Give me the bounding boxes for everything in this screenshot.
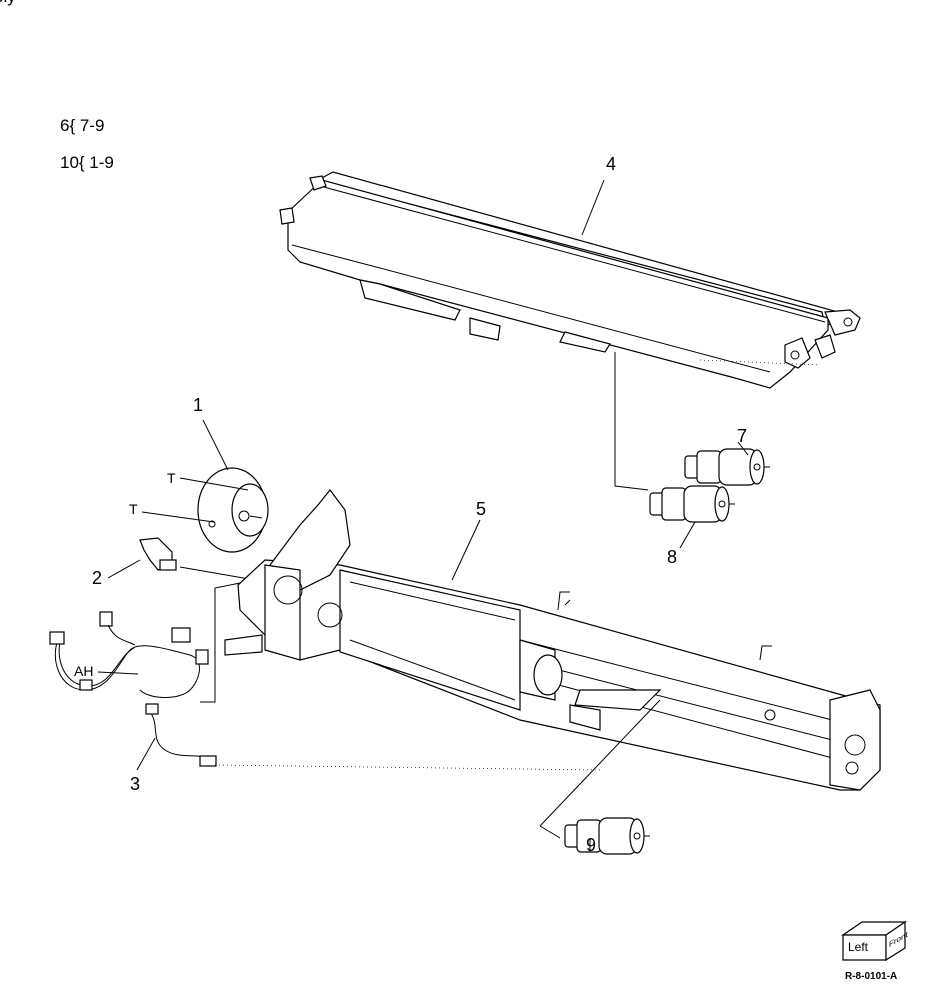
- orientation-cube-icon: [841, 920, 907, 962]
- reference-line-1: 6{ 7-9: [60, 116, 105, 135]
- part-3-harness: [49, 611, 217, 767]
- dotted-projection-line: [214, 764, 601, 771]
- callout-5: 5: [476, 499, 487, 519]
- harness-bracket-line: [200, 579, 256, 703]
- callout-3: 3: [130, 774, 141, 794]
- tag-t-bottom: T: [129, 501, 138, 517]
- document-id: R-8-0101-A: [845, 971, 898, 982]
- leader-1: [202, 419, 229, 471]
- leader-2-callout: [107, 559, 141, 579]
- leader-8: [679, 521, 696, 549]
- orientation-left-label: Left: [848, 940, 869, 954]
- leader-4: [581, 179, 605, 236]
- leader-9-end: [539, 825, 561, 839]
- leader-2: [179, 566, 256, 581]
- part-8-roller: [649, 485, 735, 523]
- callout-4: 4: [606, 154, 617, 174]
- leader-3: [136, 737, 156, 771]
- part-1-motor: [197, 467, 269, 553]
- leader-7: [737, 441, 749, 456]
- callout-8: 8: [667, 547, 678, 567]
- part-2-sensor: [139, 537, 177, 571]
- part-7-roller: [684, 448, 770, 486]
- tag-line-t-bottom: [141, 511, 215, 523]
- page-title-fragment: bly: [0, 0, 16, 5]
- leader-4-to-8: [614, 352, 649, 491]
- callout-7: 7: [737, 426, 748, 446]
- leader-9: [539, 699, 661, 827]
- tag-t-top: T: [167, 470, 176, 486]
- leader-5: [451, 519, 481, 581]
- tag-line-ah: [97, 671, 139, 675]
- callout-9: 9: [586, 835, 597, 855]
- tag-ah: AH: [74, 663, 94, 679]
- reference-line-2: 10{ 1-9: [60, 153, 114, 172]
- tag-line-t-top: [179, 477, 249, 491]
- callout-2: 2: [92, 568, 103, 588]
- part-4-cover: [279, 171, 861, 389]
- part-9-roller: [564, 817, 650, 855]
- callout-1: 1: [193, 395, 204, 415]
- part-5-frame: [224, 489, 881, 791]
